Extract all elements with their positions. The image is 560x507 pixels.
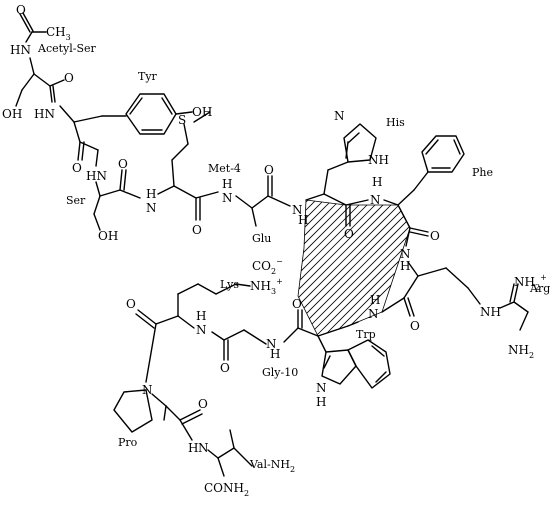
residue-tyr: Tyr [138,70,158,83]
amide-h-val: H [188,441,198,455]
carbonyl-oxygen-lys: O [126,297,136,311]
hatch-line [298,200,407,336]
hatch-line [298,200,410,336]
sulfur-atom: S [178,113,186,127]
carbonyl-oxygen-tyr: O [72,161,82,175]
amide-h-arg: H [400,259,410,273]
hatch-line [298,200,343,336]
ammonium-nh3-plus: NH3+ [250,277,283,296]
residue-gly: Gly-10 [262,366,298,379]
amide-hn-ser3: HN [86,169,107,183]
hatch-line [298,200,311,336]
hydroxyl-ser3: OH [98,229,118,243]
indole-nh: N [316,381,327,395]
amide-n-lys: N [196,323,207,337]
amide-h-gly: H [270,347,280,361]
hatch-line [298,200,303,336]
hatch-line [298,200,391,336]
carbonyl-oxygen-trp: O [292,297,302,311]
carbonyl-oxygen-met: O [192,223,202,237]
residue-labels: Acetyl-Ser Tyr Ser Met-4 Glu His Phe Arg… [37,42,550,474]
hatch-line [94,190,254,350]
residue-his: His [386,116,405,129]
guanidine-nh2-plus: NH2+ [514,273,547,292]
hatch-line [309,200,410,336]
bond-skeleton [15,12,529,477]
amide-n-val: N [198,441,209,455]
residue-pro: Pro [118,436,138,449]
residue-trp: Trp [356,328,376,341]
hatch-line [298,200,383,336]
hatch-line [298,200,399,336]
guanidine-nh: NH [480,305,501,319]
amide-h-trp: H [370,293,380,307]
amide-h-lys: H [196,309,206,323]
amide-n-met: N [146,201,157,215]
carbonyl-oxygen-acetyl: O [16,3,26,17]
amide-n-phe: N [370,193,381,207]
residue-lys: Lys [220,278,239,291]
carbonyl-oxygen-ser3: O [118,157,128,171]
residue-ser: Ser [66,194,86,207]
methyl-group-label: CH3 [46,25,71,42]
hatch-line [78,190,238,350]
hatch-line [298,200,410,336]
hydroxyl-tyr: OH [192,105,212,119]
carbonyl-oxygen-phe: O [430,229,440,243]
carbonyl-oxygen-arg: O [410,319,420,333]
residue-arg: Arg [529,282,550,295]
hatch-line [301,200,410,336]
amide-hn-acetyl: HN [10,43,31,57]
hatched-core-region [78,190,411,350]
amide-h-met: H [146,187,156,201]
residue-val: Val-NH2 [249,458,295,474]
amide-h-phe: H [372,175,382,189]
hatch-line [298,200,410,336]
carbonyl-oxygen-ser1: O [64,71,74,85]
amide-hn-tyr: HN [34,107,55,121]
proline-n: N [142,383,153,397]
amide-n-his: N [292,203,303,217]
residue-phe: Phe [472,166,493,179]
amide-n-gly: N [266,337,277,351]
hydroxyl-ser1: OH [2,107,22,121]
hatch-line [298,200,367,336]
carboxylate-co2-minus: CO2− [252,257,283,276]
guanidine-nh2: NH2 [508,343,534,360]
hatch-line [298,200,359,336]
amide-n-arg: N [400,247,411,261]
residue-glu: Glu [252,232,271,245]
amide-n-glu: N [222,191,233,205]
carbonyl-oxygen-pro: O [198,397,208,411]
residue-met: Met-4 [208,162,241,175]
carbonyl-oxygen-his: O [344,227,354,241]
hatch-line [298,200,410,336]
carbonyl-oxygen-gly: O [220,361,230,375]
imidazole-nh: NH [368,153,389,167]
hatch-line [110,190,270,350]
hatch-line [102,190,262,350]
atom-labels: O CH3 HN OH O HN OH O HN OH O H N S O H … [2,3,547,498]
amide-n-trp: N [368,307,379,321]
amide-h-glu: H [222,177,232,191]
indole-h: H [316,395,326,409]
carbonyl-oxygen-glu: O [264,163,274,177]
hatch-line [298,200,351,336]
hatch-line [86,190,246,350]
hatch-line [298,200,335,336]
residue-acetyl-ser: Acetyl-Ser [37,42,97,55]
imidazole-n: N [334,109,345,123]
terminal-conh2: CONH2 [204,481,249,498]
amide-h-his: H [298,213,308,227]
hatch-line [298,200,375,336]
